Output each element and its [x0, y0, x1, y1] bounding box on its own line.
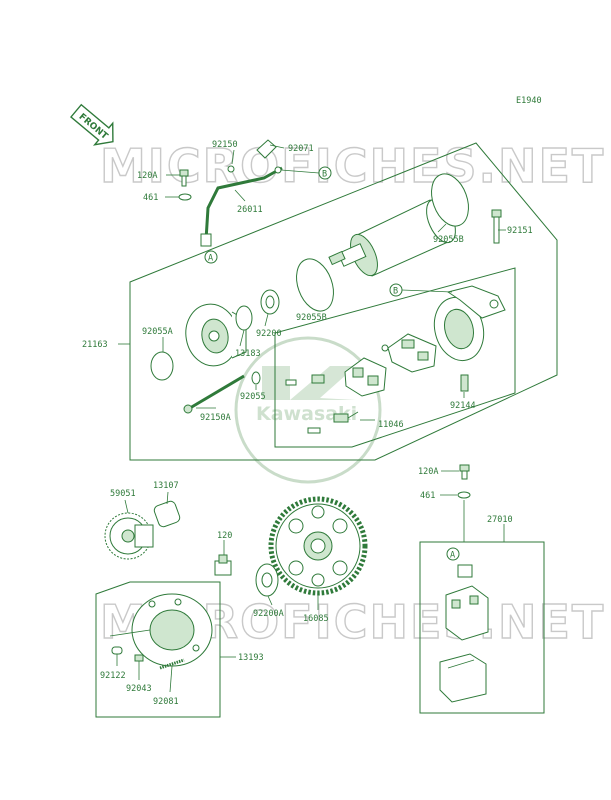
callout-a-top: A: [204, 250, 218, 264]
label-92055a: 92055A: [142, 327, 173, 337]
bolt-120a-bottom: [459, 464, 470, 480]
o-ring-92055a: [150, 351, 174, 381]
brush-plate: [344, 357, 387, 397]
starter-assembly-frame: [129, 142, 558, 461]
label-92071: 92071: [288, 144, 314, 154]
o-ring-92055-small: [251, 371, 261, 385]
bolt-120: [214, 554, 232, 576]
label-11046: 11046: [378, 420, 404, 430]
callout-a-relay: A: [446, 547, 460, 561]
o-ring-92055b-top: [431, 173, 469, 227]
clutch-frame: [95, 581, 221, 718]
logo-text: Kawasaki: [256, 403, 357, 425]
label-92150: 92150: [212, 140, 238, 150]
brush-assembly-frame: [274, 267, 516, 448]
starter-relay-27010: [439, 564, 489, 703]
shaft-13107: [153, 500, 181, 528]
svg-text:A: A: [208, 254, 213, 264]
part-number-labels: 92150 92071 120A 461 26011 92055B 92151 …: [82, 140, 533, 707]
front-cover: [185, 303, 247, 367]
label-13107: 13107: [153, 481, 179, 491]
label-120: 120: [217, 531, 232, 541]
label-461-bottom: 461: [420, 491, 435, 501]
starter-clutch-13193: [131, 593, 213, 667]
label-92150a: 92150A: [200, 413, 231, 423]
label-21163: 21163: [82, 340, 108, 350]
label-92144: 92144: [450, 401, 476, 411]
label-92200a: 92200A: [253, 609, 284, 619]
spring-92081: [159, 658, 185, 670]
label-92055b-mid: 92055B: [296, 313, 327, 323]
label-92081: 92081: [153, 697, 179, 707]
kawasaki-logo-watermark: Kawasaki: [234, 336, 382, 484]
screw-92144: [460, 374, 469, 392]
label-59051: 59051: [110, 489, 136, 499]
label-16085: 16085: [303, 614, 329, 624]
diagram-code: E1940: [516, 96, 542, 106]
washer-461-bottom: [457, 491, 471, 499]
brush-holder: [381, 333, 437, 373]
starter-clutch-gear-16085: [268, 496, 368, 596]
lock-washer-13183: [235, 305, 253, 331]
long-bolt-92150a: [183, 374, 245, 414]
label-92122: 92122: [100, 671, 126, 681]
watermark-top: MICROFICHES.NET: [100, 139, 605, 193]
label-13193: 13193: [238, 653, 264, 663]
label-92055: 92055: [240, 392, 266, 402]
svg-text:B: B: [322, 170, 327, 180]
starter-cable: [200, 139, 283, 247]
brush-screws: [285, 374, 359, 434]
callout-b-cover: B: [389, 283, 453, 297]
label-13183: 13183: [235, 349, 261, 359]
label-27010: 27010: [487, 515, 513, 525]
roller-92122: [111, 646, 123, 655]
relay-frame: [419, 541, 545, 714]
gear-59051: [104, 512, 154, 560]
callout-b-cable: B: [280, 166, 332, 180]
o-ring-92055b-mid: [296, 258, 334, 312]
label-92043: 92043: [126, 684, 152, 694]
label-120a-top: 120A: [137, 171, 157, 181]
bolt-120a-top: [179, 169, 189, 187]
svg-text:A: A: [450, 551, 455, 561]
bolt-92151: [491, 209, 502, 244]
svg-text:B: B: [393, 287, 398, 297]
label-92151: 92151: [507, 226, 533, 236]
pin-92043: [134, 654, 144, 662]
motor-yoke: [328, 198, 456, 277]
label-461-top: 461: [143, 193, 158, 203]
label-120a-bottom: 120A: [418, 467, 438, 477]
washer-461-top: [178, 193, 192, 201]
leader-lines: [109, 144, 506, 693]
label-26011: 26011: [237, 205, 263, 215]
label-92055b-top: 92055B: [433, 235, 464, 245]
rear-cover: [433, 285, 506, 362]
label-92200: 92200: [256, 329, 282, 339]
